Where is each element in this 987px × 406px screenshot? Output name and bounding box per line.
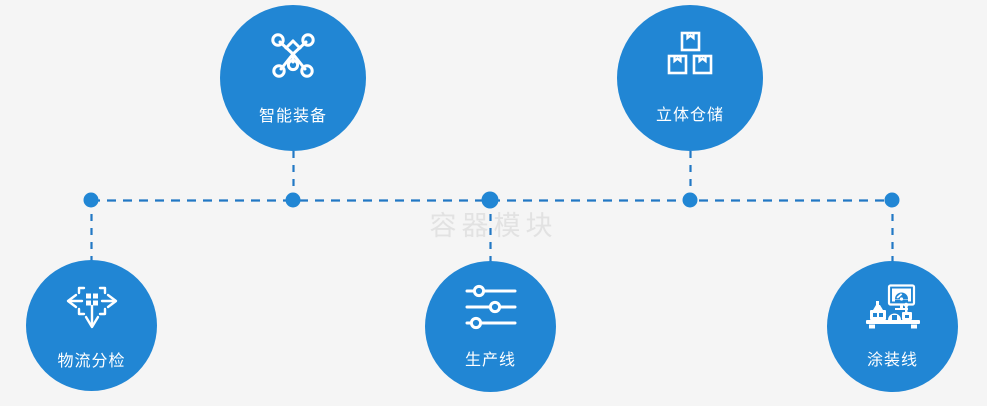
node-label: 智能装备	[258, 108, 327, 125]
sorting-distribution-icon	[65, 281, 119, 331]
node-liticangchu[interactable]: 立体仓储	[617, 5, 763, 151]
node-zhinengzhuangbei[interactable]: 智能装备	[220, 5, 366, 151]
node-shengchanxian[interactable]: 生产线	[425, 261, 556, 392]
stacked-boxes-icon	[664, 31, 716, 81]
network-nodes-icon	[267, 30, 319, 82]
node-label: 涂装线	[866, 351, 918, 369]
node-tuzhuangxian[interactable]: 涂装线	[827, 261, 958, 392]
node-label: 物流分检	[57, 352, 126, 370]
sliders-icon	[464, 284, 518, 330]
factory-line-monitor-icon	[864, 283, 922, 330]
node-label: 立体仓储	[655, 107, 724, 124]
watermark-label: 容器模块	[429, 211, 558, 241]
node-wuliufenjian[interactable]: 物流分检	[26, 260, 157, 391]
node-label: 生产线	[464, 351, 516, 369]
